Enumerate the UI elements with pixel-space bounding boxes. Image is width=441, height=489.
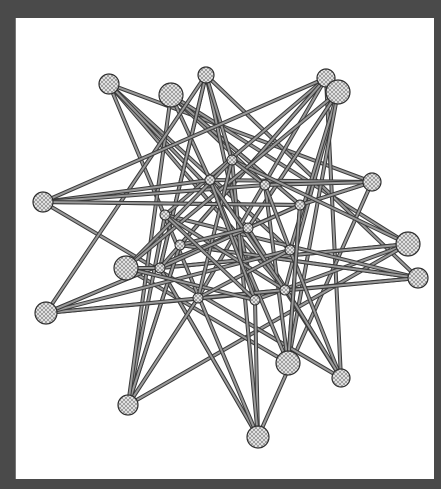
joint-node [250, 295, 260, 305]
struts-group [43, 75, 418, 437]
tip-sphere [408, 268, 428, 288]
joint-node [193, 293, 203, 303]
tip-sphere [35, 302, 57, 324]
joint-node [227, 155, 237, 165]
joint-node [175, 240, 185, 250]
tip-sphere [114, 256, 138, 280]
tip-sphere [99, 74, 119, 94]
tip-sphere [332, 369, 350, 387]
joint-node [160, 210, 170, 220]
joint-node [260, 180, 270, 190]
tip-sphere [159, 83, 183, 107]
tip-sphere [396, 232, 420, 256]
joint-node [285, 245, 295, 255]
tip-sphere [363, 173, 381, 191]
tip-sphere [247, 426, 269, 448]
tip-sphere [118, 395, 138, 415]
tip-sphere [276, 351, 300, 375]
joint-node [280, 285, 290, 295]
tip-sphere [198, 67, 214, 83]
joint-node [205, 175, 215, 185]
joint-node [155, 263, 165, 273]
joint-node [243, 223, 253, 233]
strut [232, 160, 408, 244]
joint-node [295, 200, 305, 210]
tip-sphere [326, 80, 350, 104]
tip-sphere [33, 192, 53, 212]
